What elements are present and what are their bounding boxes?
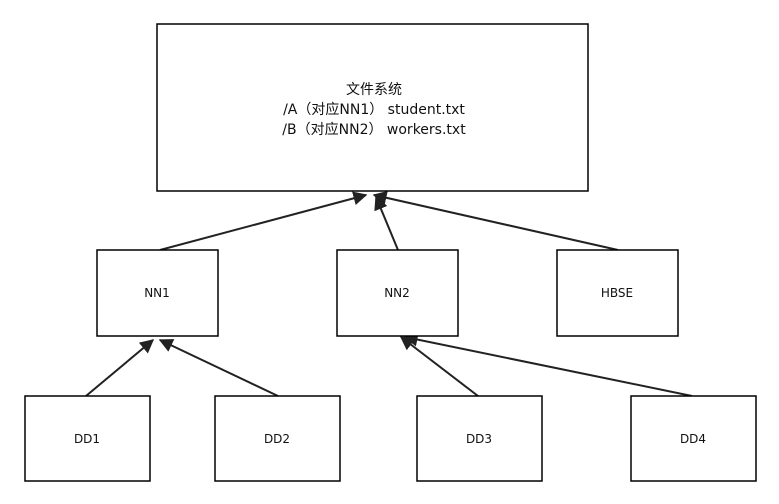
node-dd4: DD4 xyxy=(630,395,757,482)
node-hbse: HBSE xyxy=(556,249,679,337)
filesystem-title: 文件系统 xyxy=(346,82,402,98)
node-nn1-label: NN1 xyxy=(144,286,170,300)
edge-nn1-to-filesystem xyxy=(159,191,368,251)
edge-dd2-to-nn1 xyxy=(158,339,279,397)
node-dd2-label: DD2 xyxy=(264,432,290,446)
node-hbse-label: HBSE xyxy=(601,286,633,300)
node-dd1-label: DD1 xyxy=(74,432,100,446)
edges xyxy=(85,190,693,397)
edge-dd3-to-nn2 xyxy=(399,336,479,397)
edge-nn2-to-filesystem xyxy=(374,195,399,251)
edge-dd1-to-nn1 xyxy=(85,339,155,397)
filesystem-box: 文件系统 /A（对应NN1） student.txt /B（对应NN2） wor… xyxy=(156,23,589,192)
node-dd1: DD1 xyxy=(24,395,151,482)
filesystem-line-a: /A（对应NN1） student.txt xyxy=(283,101,465,118)
node-nn1: NN1 xyxy=(96,249,219,337)
node-dd3-label: DD3 xyxy=(466,432,492,446)
node-nn2-label: NN2 xyxy=(384,286,410,300)
edge-dd4-to-nn2 xyxy=(403,332,693,397)
node-nn2: NN2 xyxy=(336,249,459,337)
edge-hbse-to-filesystem xyxy=(372,190,619,251)
node-dd4-label: DD4 xyxy=(680,432,706,446)
filesystem-line-b: /B（对应NN2） workers.txt xyxy=(282,121,466,138)
node-dd3: DD3 xyxy=(416,395,543,482)
node-dd2: DD2 xyxy=(214,395,341,482)
